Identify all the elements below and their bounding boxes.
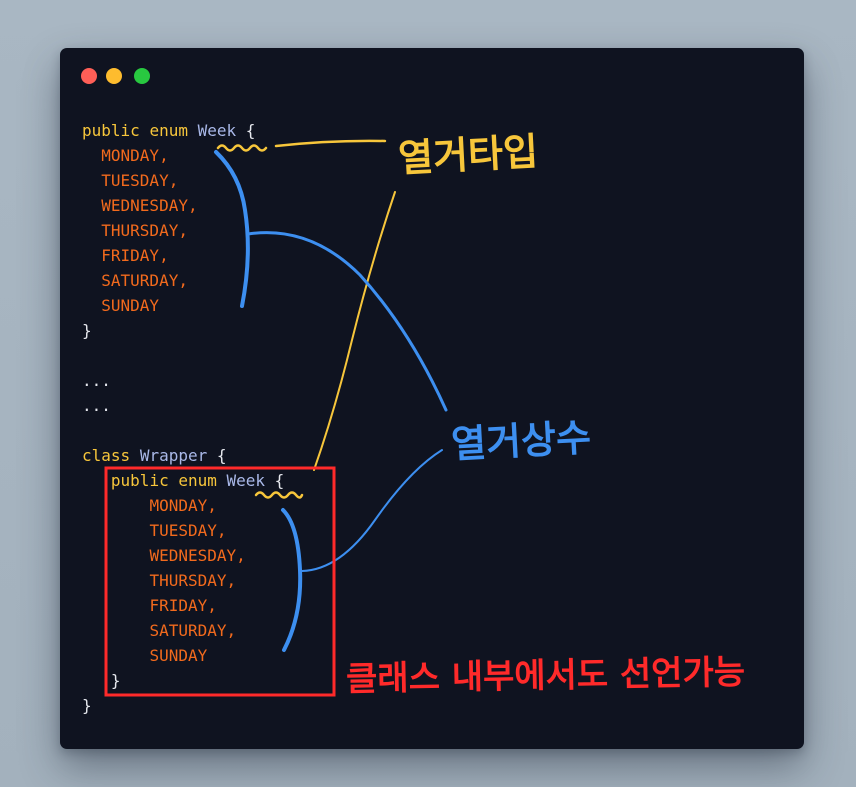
enum-constant: TUESDAY,	[101, 171, 179, 190]
keyword-class: class	[82, 446, 131, 465]
open-brace: {	[207, 446, 227, 465]
keyword-public: public	[82, 121, 140, 140]
code-line-inner-constant: MONDAY,	[82, 493, 284, 518]
ellipsis: ...	[82, 371, 111, 390]
code-line-blank	[82, 418, 284, 443]
enum-constant: WEDNESDAY,	[101, 196, 198, 215]
code-line-constant: MONDAY,	[82, 143, 284, 168]
code-line-constant: THURSDAY,	[82, 218, 284, 243]
keyword-enum: enum	[149, 121, 188, 140]
code-line-close-brace: }	[82, 318, 284, 343]
ellipsis: ...	[82, 396, 111, 415]
inner-enum-constant: WEDNESDAY,	[149, 546, 246, 565]
code-line-inner-constant: TUESDAY,	[82, 518, 284, 543]
code-line-inner-close-brace: }	[82, 668, 284, 693]
inner-enum-constant: SUNDAY	[149, 646, 208, 665]
code-line-inner-constant: SATURDAY,	[82, 618, 284, 643]
code-line-ellipsis: ...	[82, 368, 284, 393]
inner-enum-constant: SATURDAY,	[149, 621, 237, 640]
code-line-class-declaration: class Wrapper {	[82, 443, 284, 468]
annotation-enum-constants: 열거상수	[450, 415, 593, 467]
close-brace: }	[82, 696, 92, 715]
code-line-constant: FRIDAY,	[82, 243, 284, 268]
inner-enum-constant: THURSDAY,	[149, 571, 237, 590]
close-brace: }	[110, 671, 121, 690]
annotation-declare-inside-class: 클래스 내부에서도 선언가능	[345, 652, 746, 700]
enum-constant: MONDAY,	[101, 146, 169, 165]
class-name: Wrapper	[139, 446, 208, 465]
code-line-blank	[82, 343, 284, 368]
code-line-enum-declaration: public enum Week {	[82, 118, 284, 143]
enum-name: Week	[197, 121, 237, 140]
enum-constant: FRIDAY,	[101, 246, 169, 265]
annotation-enum-type: 열거타입	[397, 129, 540, 181]
keyword-public: public	[110, 471, 169, 490]
code-line-constant: SUNDAY	[82, 293, 284, 318]
enum-constant: THURSDAY,	[101, 221, 188, 240]
enum-constant: SUNDAY	[101, 296, 160, 315]
code-line-inner-constant: SUNDAY	[82, 643, 284, 668]
code-line-inner-constant: THURSDAY,	[82, 568, 284, 593]
code-line-inner-constant: WEDNESDAY,	[82, 543, 284, 568]
minimize-window-button[interactable]	[106, 68, 122, 84]
close-brace: }	[82, 321, 92, 340]
code-line-close-brace: }	[82, 693, 284, 718]
open-brace: {	[265, 471, 285, 490]
code-line-inner-constant: FRIDAY,	[82, 593, 284, 618]
code-line-constant: TUESDAY,	[82, 168, 284, 193]
enum-constant: SATURDAY,	[101, 271, 188, 290]
code-line-ellipsis: ...	[82, 393, 284, 418]
code-block: public enum Week { MONDAY, TUESDAY, WEDN…	[82, 118, 284, 718]
code-line-constant: WEDNESDAY,	[82, 193, 284, 218]
inner-enum-name: Week	[226, 471, 266, 490]
code-line-inner-enum-declaration: public enum Week {	[82, 468, 284, 493]
code-line-constant: SATURDAY,	[82, 268, 284, 293]
inner-enum-constant: FRIDAY,	[149, 596, 217, 615]
keyword-enum: enum	[178, 471, 217, 490]
zoom-window-button[interactable]	[134, 68, 150, 84]
inner-enum-constant: TUESDAY,	[149, 521, 227, 540]
close-window-button[interactable]	[81, 68, 97, 84]
open-brace: {	[236, 121, 256, 140]
inner-enum-constant: MONDAY,	[149, 496, 217, 515]
